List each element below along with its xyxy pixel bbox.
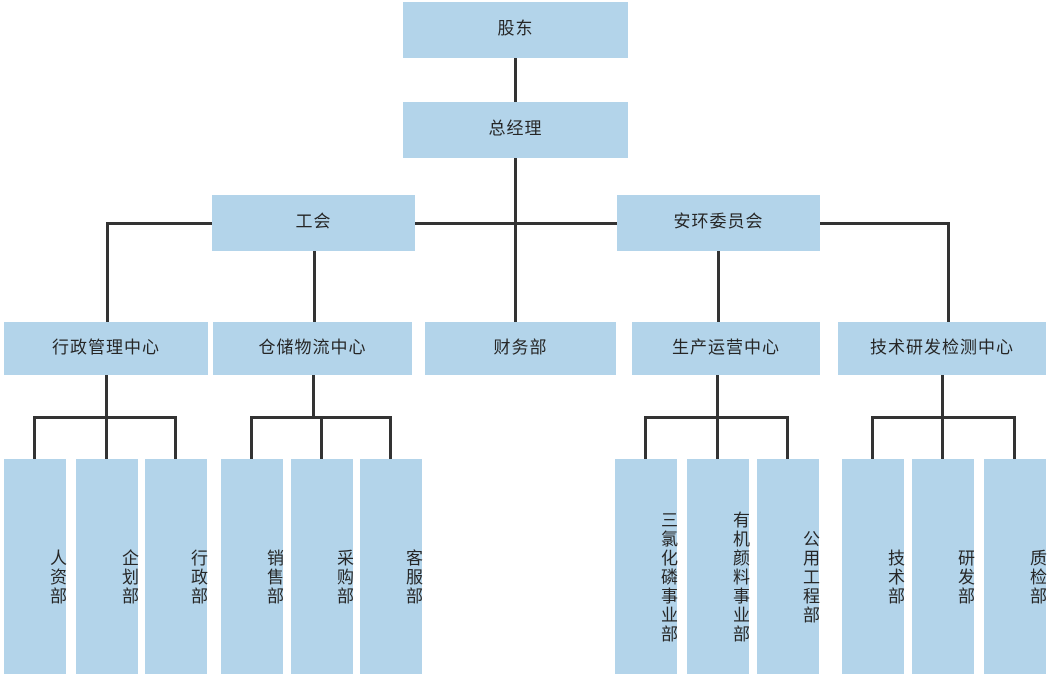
connector-union-center-drop xyxy=(313,251,316,323)
node-sales-department[interactable]: 销售部 xyxy=(221,459,283,674)
node-general-manager[interactable]: 总经理 xyxy=(403,102,628,158)
node-labor-union[interactable]: 工会 xyxy=(212,195,415,251)
connector-union-left-drop xyxy=(106,222,109,323)
connector-shareholder-to-gm xyxy=(514,58,517,102)
connector-production-child-2 xyxy=(716,416,719,460)
connector-production-child-1 xyxy=(644,416,647,460)
node-shareholder[interactable]: 股东 xyxy=(403,2,628,58)
connector-admin-child-1 xyxy=(33,416,36,460)
connector-tech-child-2 xyxy=(941,416,944,460)
connector-warehouse-child-2 xyxy=(320,416,323,460)
node-rd-department[interactable]: 研发部 xyxy=(912,459,974,674)
node-finance-department[interactable]: 财务部 xyxy=(425,322,616,375)
connector-production-child-3 xyxy=(786,416,789,460)
node-administration-department[interactable]: 行政部 xyxy=(145,459,207,674)
node-planning-department[interactable]: 企划部 xyxy=(76,459,138,674)
connector-admin-stem xyxy=(105,375,108,417)
connector-committee-right-drop xyxy=(947,222,950,323)
connector-admin-child-2 xyxy=(105,416,108,460)
node-safety-env-committee[interactable]: 安环委员会 xyxy=(617,195,820,251)
node-quality-inspection-department[interactable]: 质检部 xyxy=(984,459,1046,674)
node-utility-engineering-department[interactable]: 公用工程部 xyxy=(757,459,819,674)
connector-level3-bar xyxy=(107,222,950,225)
node-warehouse-logistics-center[interactable]: 仓储物流中心 xyxy=(213,322,412,375)
connector-committee-center-drop xyxy=(717,251,720,323)
node-customer-service-department[interactable]: 客服部 xyxy=(360,459,422,674)
connector-warehouse-child-1 xyxy=(250,416,253,460)
node-production-operation-center[interactable]: 生产运营中心 xyxy=(632,322,820,375)
node-pcl3-business-division[interactable]: 三氯化磷事业部 xyxy=(615,459,677,674)
node-admin-management-center[interactable]: 行政管理中心 xyxy=(4,322,208,375)
connector-warehouse-child-3 xyxy=(389,416,392,460)
connector-gm-spine xyxy=(514,158,517,323)
node-technology-department[interactable]: 技术部 xyxy=(842,459,904,674)
connector-warehouse-stem xyxy=(312,375,315,417)
connector-tech-child-3 xyxy=(1013,416,1016,460)
node-purchasing-department[interactable]: 采购部 xyxy=(291,459,353,674)
node-organic-pigment-business-division[interactable]: 有机颜料事业部 xyxy=(687,459,749,674)
connector-tech-child-1 xyxy=(871,416,874,460)
node-tech-rd-testing-center[interactable]: 技术研发检测中心 xyxy=(838,322,1046,375)
connector-production-stem xyxy=(716,375,719,417)
connector-tech-stem xyxy=(941,375,944,417)
node-hr-department[interactable]: 人资部 xyxy=(4,459,66,674)
connector-admin-child-3 xyxy=(174,416,177,460)
